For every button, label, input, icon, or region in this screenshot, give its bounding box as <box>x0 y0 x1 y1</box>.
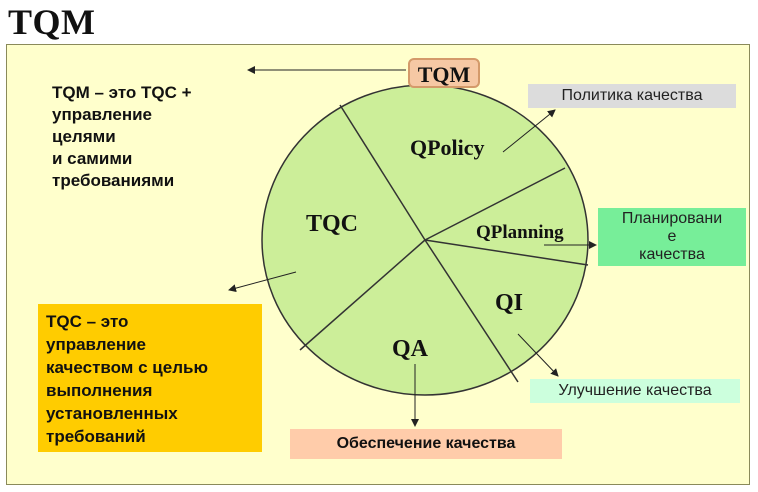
divider-top-right <box>424 167 566 241</box>
quality-planning-label-line: качества <box>639 246 705 263</box>
divider-top-left <box>339 104 426 241</box>
segment-label-qpolicy: QPolicy <box>410 135 485 160</box>
quality-planning-label-line: е <box>667 228 677 245</box>
divider-bottom-left <box>299 239 426 351</box>
divider-right <box>424 239 589 266</box>
tqm-badge: TQM <box>408 58 480 88</box>
tqm-definition-line: управление <box>52 105 152 124</box>
tqm-definition-line: TQM – это TQC + <box>52 83 192 102</box>
tqc-definition-note: TQC – это управление качеством с целью в… <box>38 304 262 452</box>
quality-policy-label: Политика качества <box>528 84 736 108</box>
tqm-definition-line: и самими <box>52 149 133 168</box>
segment-label-qa: QA <box>392 336 429 362</box>
tqm-definition-note: TQM – это TQC + управление целями и сами… <box>52 82 252 192</box>
segment-label-qi: QI <box>495 290 523 316</box>
page-title: TQM <box>8 2 96 42</box>
tqc-definition-line: TQC – это <box>46 312 129 331</box>
segment-label-tqc: TQC <box>306 211 358 237</box>
quality-planning-label-line: Планировани <box>621 210 723 227</box>
arrow-to-improvement-label <box>517 333 559 377</box>
tqm-definition-line: целями <box>52 127 116 146</box>
tqc-definition-line: выполнения <box>46 381 153 400</box>
tqm-definition-line: требованиями <box>52 171 175 190</box>
arrow-to-policy-label <box>502 109 556 153</box>
quality-assurance-label: Обеспечение качества <box>290 429 562 459</box>
tqc-definition-line: установленных <box>46 404 178 423</box>
quality-planning-label: Планировани е качества <box>598 208 746 266</box>
tqc-definition-line: требований <box>46 427 146 446</box>
divider-bottom-right <box>424 239 519 383</box>
tqc-definition-line: качеством с целью <box>46 358 208 377</box>
quality-improvement-label: Улучшение качества <box>530 379 740 403</box>
arrow-to-tqc-note <box>228 271 297 293</box>
segment-label-qplanning: QPlanning <box>476 222 564 243</box>
tqc-definition-line: управление <box>46 335 146 354</box>
